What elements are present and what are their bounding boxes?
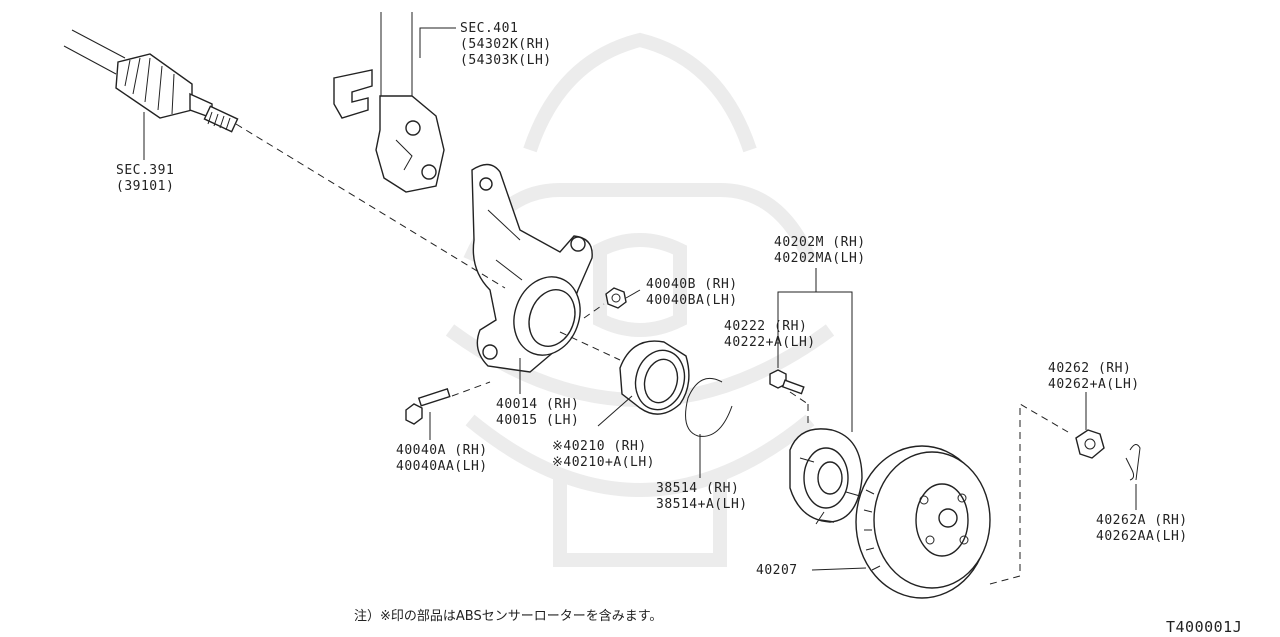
label-40210-rh: ※40210 (RH) [552, 439, 647, 454]
label-sec401-line1: SEC.401 [460, 21, 518, 36]
diagram-code: T400001J [1166, 618, 1242, 636]
label-40262a-rh: 40262A (RH) [1096, 513, 1188, 528]
wheel-bearing [619, 340, 690, 415]
steering-knuckle [471, 163, 593, 373]
label-40262-lh: 40262+A(LH) [1048, 377, 1140, 392]
label-38514-lh: 38514+A(LH) [656, 497, 748, 512]
label-sec391-line1: SEC.391 [116, 163, 174, 178]
part-labels: SEC.401 (54302K(RH) (54303K(LH) SEC.391 … [116, 21, 1188, 578]
bolt-40040A [405, 388, 451, 425]
label-40207: 40207 [756, 563, 798, 578]
label-40222-rh: 40222 (RH) [724, 319, 807, 334]
label-40222-lh: 40222+A(LH) [724, 335, 816, 350]
drive-shaft [63, 29, 239, 133]
label-sec391-line2: (39101) [116, 179, 174, 194]
axle-nut [1075, 429, 1105, 459]
label-40014-rh: 40014 (RH) [496, 397, 579, 412]
label-40262a-lh: 40262AA(LH) [1096, 529, 1188, 544]
label-40040a-rh: 40040A (RH) [396, 443, 488, 458]
nut-40040B [605, 287, 627, 309]
label-40040b-lh: 40040BA(LH) [646, 293, 738, 308]
label-38514-rh: 38514 (RH) [656, 481, 739, 496]
label-40262-rh: 40262 (RH) [1048, 361, 1131, 376]
assembly-axis-lines [235, 123, 1069, 585]
wheel-hub [789, 428, 863, 525]
label-40202-lh: 40202MA(LH) [774, 251, 866, 266]
label-40040a-lh: 40040AA(LH) [396, 459, 488, 474]
label-40014-lh: 40015 (LH) [496, 413, 579, 428]
snap-ring [685, 378, 733, 437]
footnote: 注）※印の部品はABSセンサーローターを含みます。 [354, 608, 662, 624]
hub-bolt [769, 369, 805, 395]
label-40040b-rh: 40040B (RH) [646, 277, 738, 292]
brake-disc-rotor [855, 445, 991, 599]
label-40210-lh: ※40210+A(LH) [552, 455, 655, 470]
label-sec401-line3: (54303K(LH) [460, 53, 552, 68]
leader-lines [143, 27, 1137, 571]
cotter-pin [1125, 444, 1141, 481]
label-40202-rh: 40202M (RH) [774, 235, 866, 250]
label-sec401-line2: (54302K(RH) [460, 37, 552, 52]
strut-assembly [333, 12, 445, 193]
